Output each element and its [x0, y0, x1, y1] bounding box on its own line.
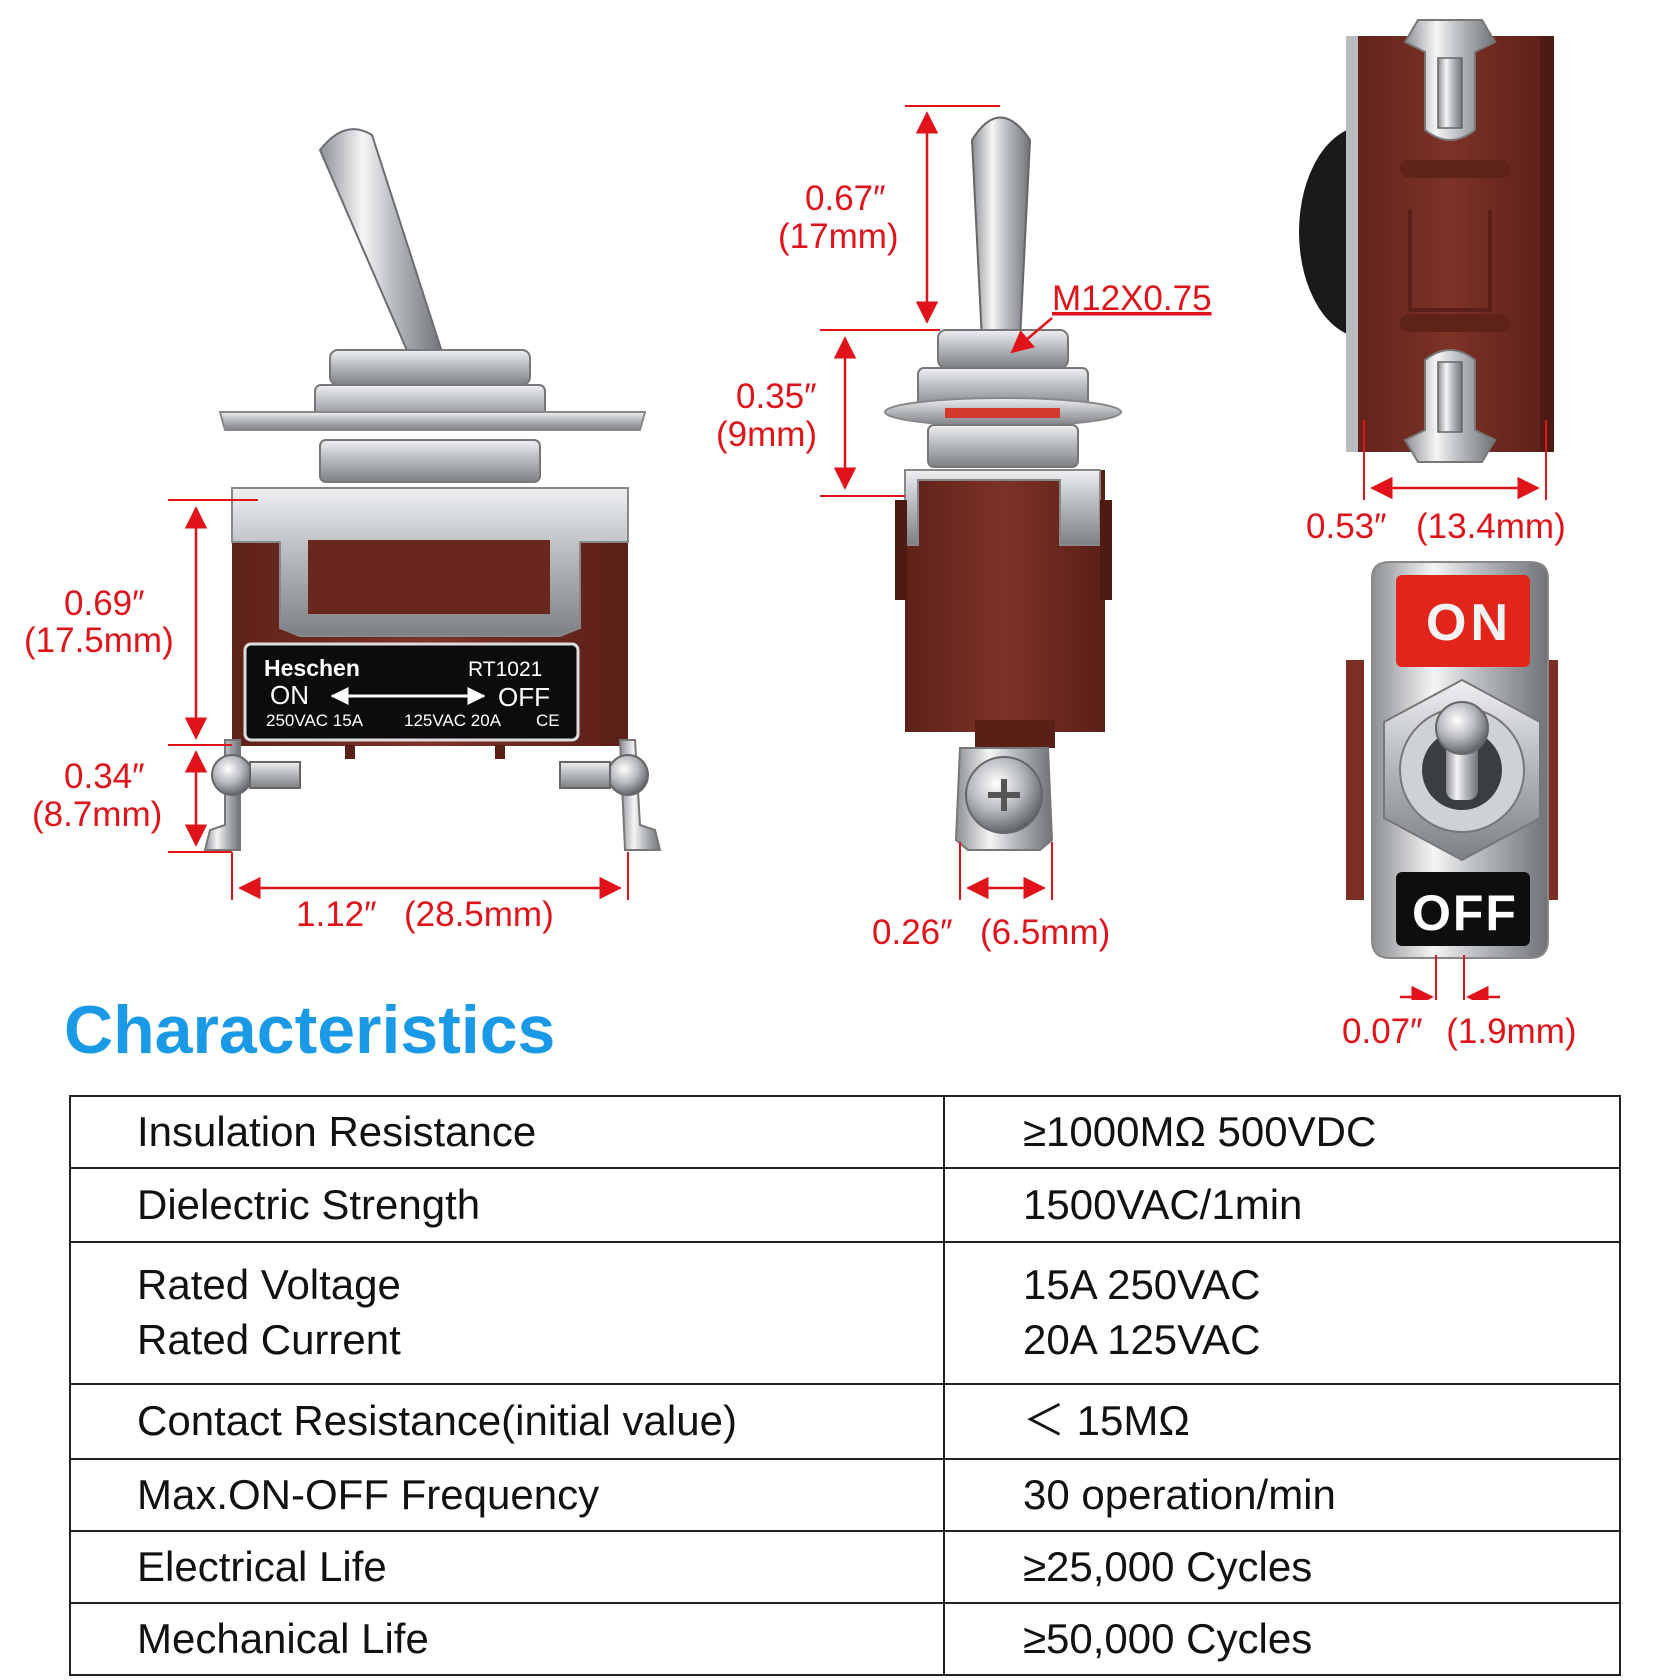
lever-length-inch: 0.67″ [805, 179, 886, 218]
spec-key: Max.ON-OFF Frequency [69, 1458, 945, 1532]
top-view: ON OFF [1346, 561, 1558, 1000]
spec-key: Insulation Resistance [69, 1095, 945, 1169]
ce-mark: CE [536, 711, 560, 730]
characteristics-table: Insulation Resistance ≥1000MΩ 500VDC Die… [69, 1095, 1621, 1676]
spec-key: Rated Voltage Rated Current [69, 1241, 945, 1385]
spec-value: ≥25,000 Cycles [943, 1530, 1621, 1604]
table-row: Insulation Resistance ≥1000MΩ 500VDC [69, 1095, 1621, 1169]
table-row: Max.ON-OFF Frequency 30 operation/min [69, 1458, 1621, 1532]
spec-value: ≥1000MΩ 500VDC [943, 1095, 1621, 1169]
front-height-mm: (17.5mm) [24, 621, 174, 660]
spec-key: Electrical Life [69, 1530, 945, 1604]
spec-key: Mechanical Life [69, 1602, 945, 1676]
spec-key: Contact Resistance(initial value) [69, 1383, 945, 1460]
front-width-mm: (28.5mm) [404, 895, 554, 934]
table-row: Electrical Life ≥25,000 Cycles [69, 1530, 1621, 1604]
terminal-width-mm: (6.5mm) [980, 913, 1110, 952]
top-gap-dimension: 0.07″ (1.9mm) [1342, 1012, 1577, 1052]
terminal-height-mm: (8.7mm) [32, 795, 162, 834]
table-row: Mechanical Life ≥50,000 Cycles [69, 1602, 1621, 1676]
terminal-height-inch: 0.34″ [64, 757, 145, 796]
bottom-width-mm: (13.4mm) [1416, 507, 1566, 546]
top-gap-mm: (1.9mm) [1446, 1012, 1577, 1051]
thread-spec: M12X0.75 [1052, 279, 1212, 318]
plate-on-text: ON [1426, 594, 1512, 652]
label-model: RT1021 [468, 658, 542, 681]
top-gap-inch: 0.07″ [1342, 1012, 1423, 1051]
label-off: OFF [498, 682, 550, 712]
plate-off-text: OFF [1412, 885, 1518, 941]
label-rating-left: 250VAC 15A [266, 711, 364, 730]
front-view: Heschen RT1021 ON OFF 250VAC 15A 125VAC … [24, 128, 662, 934]
table-row: Dielectric Strength 1500VAC/1min [69, 1167, 1621, 1243]
table-row: Contact Resistance(initial value) ＜ 15MΩ [69, 1383, 1621, 1460]
spec-value: 30 operation/min [943, 1458, 1621, 1532]
spec-key-line: Rated Voltage [137, 1261, 401, 1309]
bushing-height-inch: 0.35″ [736, 377, 817, 416]
spec-value: ≥50,000 Cycles [943, 1602, 1621, 1676]
front-width-inch: 1.12″ [296, 895, 377, 934]
side-view: 0.67″ (17mm) 0.35″ (9mm) M12X0.75 0.26″ … [716, 105, 1212, 952]
spec-value: ＜ 15MΩ [943, 1383, 1621, 1460]
table-row: Rated Voltage Rated Current 15A 250VAC 2… [69, 1241, 1621, 1385]
label-rating-right: 125VAC 20A [404, 711, 502, 730]
lever-length-mm: (17mm) [778, 217, 899, 256]
bottom-view: 0.53″ (13.4mm) [1299, 19, 1566, 546]
spec-value-line: 20A 125VAC [1023, 1316, 1261, 1363]
label-on: ON [270, 680, 309, 710]
front-height-inch: 0.69″ [64, 584, 145, 623]
spec-value: 1500VAC/1min [943, 1167, 1621, 1243]
characteristics-title: Characteristics [64, 992, 556, 1068]
terminal-width-inch: 0.26″ [872, 913, 953, 952]
bushing-height-mm: (9mm) [716, 415, 817, 454]
spec-key: Dielectric Strength [69, 1167, 945, 1243]
spec-key-line: Rated Current [137, 1316, 401, 1363]
spec-value-line: 15A 250VAC [1023, 1261, 1261, 1309]
label-brand: Heschen [264, 655, 360, 681]
spec-value: 15A 250VAC 20A 125VAC [943, 1241, 1621, 1385]
product-dimension-diagram: Heschen RT1021 ON OFF 250VAC 15A 125VAC … [24, 19, 1566, 1000]
bottom-width-inch: 0.53″ [1306, 507, 1387, 546]
